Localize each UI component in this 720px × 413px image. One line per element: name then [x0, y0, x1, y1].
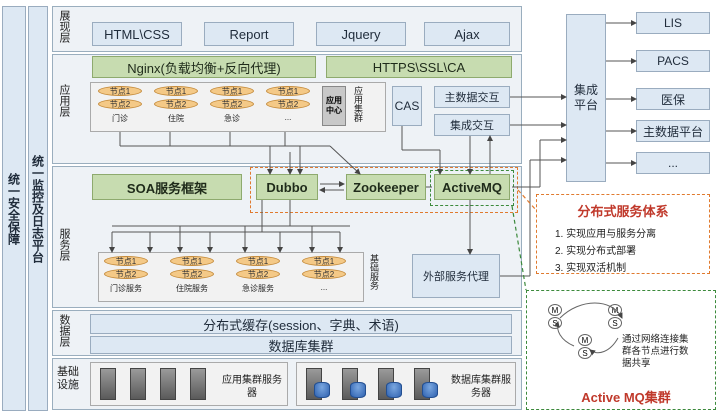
app-node-2: 节点2 [266, 99, 310, 109]
monitor-bar: 统一监控及日志平台 [28, 6, 48, 411]
integration-platform-label: 集成平台 [573, 83, 598, 112]
distributed-title: 分布式服务体系 [577, 204, 669, 219]
presentation-layer-label: 展现层 [58, 10, 70, 43]
service-group-label: ... [320, 283, 328, 292]
cas-box: CAS [392, 86, 422, 126]
app-servers-label: 应用集群服务器 [222, 375, 282, 399]
app-group-0: 节点1 节点2 门诊 [94, 84, 148, 128]
target-lis: LIS [636, 12, 710, 34]
integration-exchange-box: 集成交互 [434, 114, 510, 136]
service-node-1: 节点1 [302, 256, 346, 266]
master-node-icon: M [548, 304, 562, 316]
distributed-panel: 分布式服务体系 1. 实现应用与服务分离 2. 实现分布式部署 3. 实现双活机… [536, 194, 710, 274]
server-icon-4 [190, 368, 206, 400]
distributed-point-3: 3. 实现双活机制 [555, 263, 627, 274]
pres-item-ajax: Ajax [424, 22, 510, 46]
nginx-box: Nginx(负载均衡+反向代理) [92, 56, 316, 78]
service-group-label: 门诊服务 [110, 284, 142, 293]
service-group-2: 节点1 节点2 急诊服务 [232, 254, 286, 298]
integration-platform-box: 集成平台 [566, 14, 606, 182]
app-cluster-label: 应用集群 [353, 86, 363, 122]
service-node-2: 节点2 [236, 269, 280, 279]
service-node-1: 节点1 [236, 256, 280, 266]
data-layer-label: 数据层 [58, 314, 70, 347]
server-icon-1 [100, 368, 116, 400]
activemq-cluster-title: Active MQ集群 [581, 390, 671, 405]
app-group-label: 门诊 [112, 114, 128, 123]
target-master-data: 主数据平台 [636, 120, 710, 142]
server-icon-2 [130, 368, 146, 400]
soa-box: SOA服务框架 [92, 174, 242, 200]
db-servers-label: 数据库集群服务器 [451, 375, 511, 399]
ms-node-a: M S [544, 304, 566, 330]
target-pacs: PACS [636, 50, 710, 72]
app-group-label: 住院 [168, 114, 184, 123]
service-group-3: 节点1 节点2 ... [298, 254, 352, 298]
app-group-label: 急诊 [224, 114, 240, 123]
app-group-2: 节点1 节点2 急诊 [206, 84, 260, 128]
database-icon-3 [386, 382, 402, 398]
db-cluster-box: 数据库集群 [90, 336, 512, 354]
app-node-2: 节点2 [98, 99, 142, 109]
service-node-2: 节点2 [302, 269, 346, 279]
app-group-3: 节点1 节点2 ... [262, 84, 316, 128]
middleware-dashed-frame [250, 167, 518, 213]
activemq-cluster-desc: 通过网络连接集群各节点进行数据共享 [622, 334, 689, 369]
ms-node-c: M S [574, 334, 596, 360]
dubbo-box: Dubbo [256, 174, 318, 200]
slave-node-icon: S [608, 317, 622, 329]
service-node-1: 节点1 [104, 256, 148, 266]
pres-item-html: HTML\CSS [92, 22, 182, 46]
service-cluster-label: 基础服务 [369, 254, 379, 290]
main-data-exchange-box: 主数据交互 [434, 86, 510, 108]
app-node-1: 节点1 [210, 86, 254, 96]
pres-item-jquery: Jquery [316, 22, 406, 46]
database-icon-2 [350, 382, 366, 398]
infra-layer-label: 基础设施 [57, 366, 79, 391]
zookeeper-box: Zookeeper [346, 174, 426, 200]
application-layer-label: 应用层 [58, 84, 70, 117]
service-node-2: 节点2 [104, 269, 148, 279]
server-icon-3 [160, 368, 176, 400]
service-group-1: 节点1 节点2 住院服务 [166, 254, 220, 298]
service-group-label: 急诊服务 [242, 284, 274, 293]
app-node-1: 节点1 [98, 86, 142, 96]
distributed-point-1: 1. 实现应用与服务分离 [555, 229, 657, 240]
db-server-frame [296, 362, 516, 406]
distributed-point-2: 2. 实现分布式部署 [555, 246, 637, 257]
master-node-icon: M [578, 334, 592, 346]
app-center-box: 应用中心 [322, 86, 346, 126]
service-group-0: 节点1 节点2 门诊服务 [100, 254, 154, 298]
app-node-2: 节点2 [154, 99, 198, 109]
security-bar-label: 统一安全保障 [6, 172, 21, 245]
app-group-1: 节点1 节点2 住院 [150, 84, 204, 128]
service-layer-label: 服务层 [58, 228, 70, 261]
service-node-1: 节点1 [170, 256, 214, 266]
service-group-label: 住院服务 [176, 284, 208, 293]
app-node-1: 节点1 [266, 86, 310, 96]
external-proxy-box: 外部服务代理 [412, 254, 500, 298]
security-bar: 统一安全保障 [2, 6, 26, 411]
cache-box: 分布式缓存(session、字典、术语) [90, 314, 512, 334]
https-box: HTTPS\SSL\CA [326, 56, 512, 78]
monitor-bar-label: 统一监控及日志平台 [30, 154, 45, 263]
database-icon-4 [422, 382, 438, 398]
pres-item-report: Report [204, 22, 294, 46]
app-center-label: 应用中心 [326, 96, 342, 115]
service-node-2: 节点2 [170, 269, 214, 279]
app-node-1: 节点1 [154, 86, 198, 96]
app-node-2: 节点2 [210, 99, 254, 109]
database-icon-1 [314, 382, 330, 398]
app-server-frame [90, 362, 288, 406]
app-group-label: ... [284, 113, 292, 122]
